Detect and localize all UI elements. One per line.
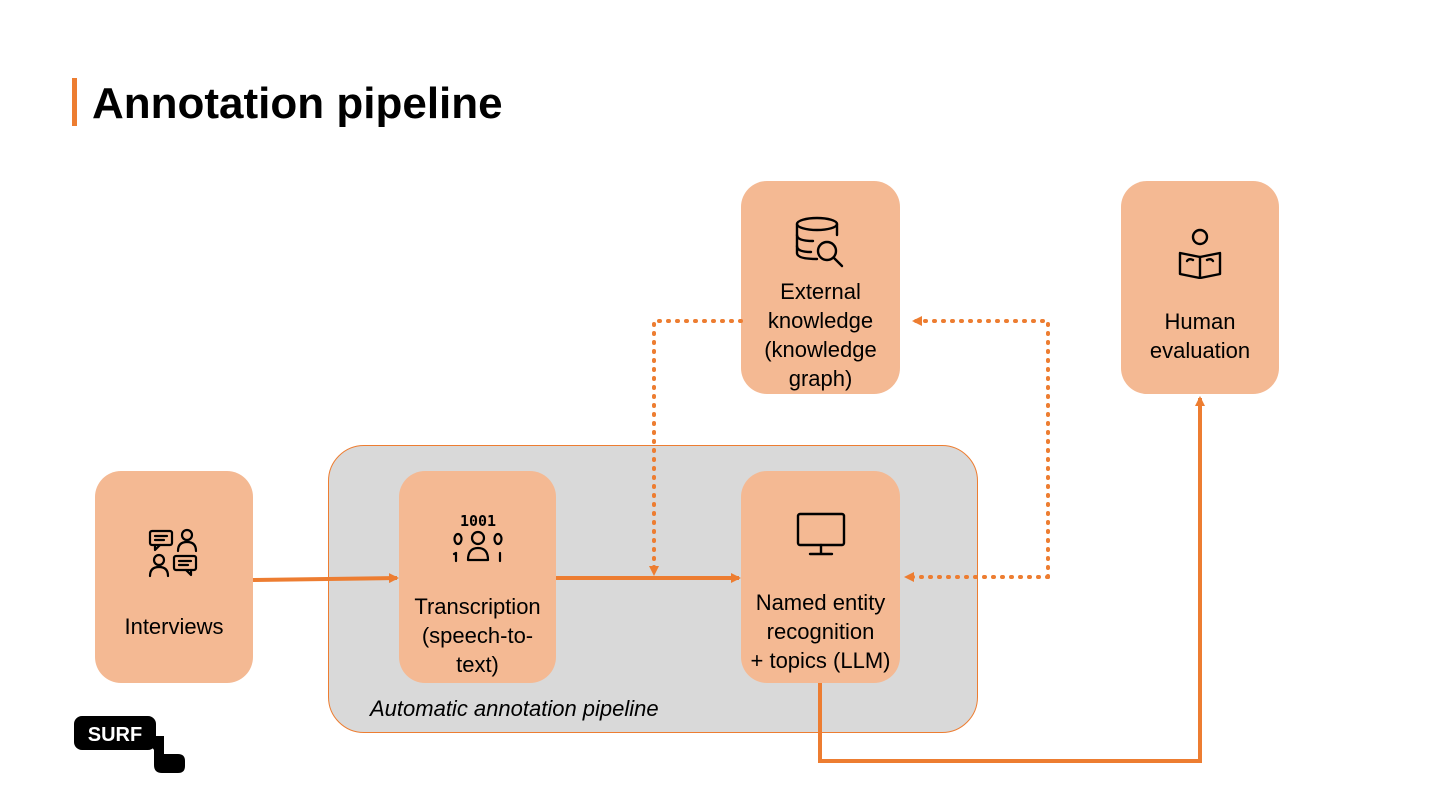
title-accent-bar — [72, 78, 77, 126]
node-knowledge-label: External knowledge (knowledge graph) — [764, 279, 877, 391]
dotted-arrow-knowledge-to-flow — [649, 319, 743, 576]
node-knowledge: External knowledge (knowledge graph) — [741, 181, 900, 394]
binary-group-icon: 1001 — [452, 512, 503, 563]
conversation-people-icon — [148, 528, 198, 578]
surf-logo: SURF — [74, 716, 185, 773]
svg-text:1001: 1001 — [459, 512, 495, 530]
arrow-interviews-to-transcription — [252, 573, 399, 584]
node-human: Human evaluation — [1121, 181, 1279, 394]
node-transcription: 1001 Transcription (speech-to- text) — [399, 471, 556, 683]
dotted-arrow-loop-to-knowledge — [912, 316, 1050, 579]
node-human-label: Human evaluation — [1149, 309, 1251, 363]
node-interviews: Interviews — [95, 471, 253, 683]
monitor-icon — [796, 512, 845, 556]
page-title: Annotation pipeline — [92, 79, 503, 128]
person-reading-icon — [1178, 228, 1222, 279]
node-ner: Named entity recognition + topics (LLM) — [741, 471, 900, 683]
pipeline-container-label: Automatic annotation pipeline — [370, 696, 659, 721]
database-search-icon — [795, 216, 843, 268]
arrow-ner-to-human — [818, 396, 1205, 763]
node-interviews-label: Interviews — [124, 614, 224, 639]
surf-logo-text: SURF — [88, 724, 142, 746]
node-ner-label: Named entity recognition + topics (LLM) — [750, 590, 891, 673]
node-transcription-label: Transcription (speech-to- text) — [414, 594, 541, 677]
